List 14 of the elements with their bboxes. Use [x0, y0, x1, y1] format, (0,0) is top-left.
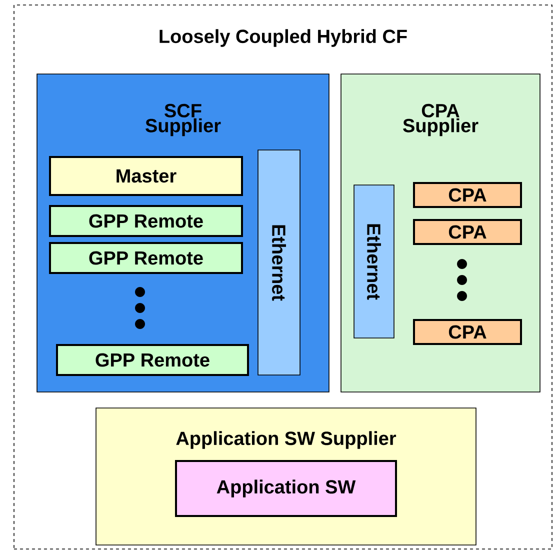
panel-title: Application SW Supplier	[176, 431, 396, 449]
panel-title: SCF Supplier	[146, 104, 221, 136]
component-box: CPA	[413, 319, 522, 345]
component-box: Master	[49, 156, 243, 196]
component-box: Application SW	[175, 460, 397, 517]
panel-title: Loosely Coupled Hybrid CF	[160, 29, 407, 47]
component-box: GPP Remote	[49, 205, 243, 237]
component-box: CPA	[413, 219, 522, 245]
component-box: CPA	[413, 182, 522, 208]
bus-bar: Ethernet	[258, 150, 300, 376]
component-box: GPP Remote	[56, 344, 249, 376]
component-box: GPP Remote	[49, 242, 243, 274]
panel-title: CPA Supplier	[403, 104, 478, 136]
bus-bar: Ethernet	[354, 184, 394, 338]
